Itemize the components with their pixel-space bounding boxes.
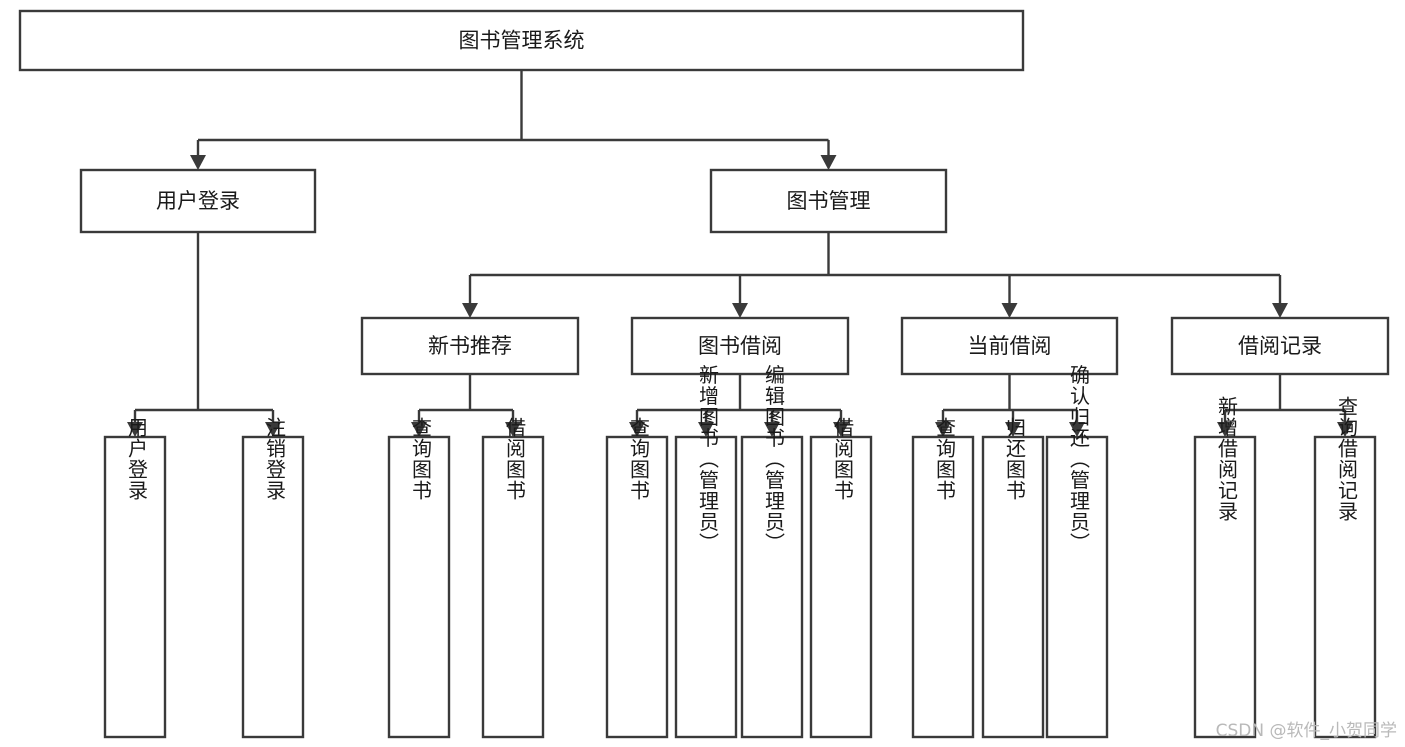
node-l-re-add[interactable]: 新增借阅记录: [1193, 396, 1257, 739]
node-l-nb-query[interactable]: 查询图书: [387, 417, 451, 739]
node-bookmgmt[interactable]: 图书管理: [709, 168, 948, 234]
node-box[interactable]: [360, 316, 580, 376]
arrow-head-icon: [698, 422, 714, 437]
node-label: 用户登录: [125, 417, 149, 501]
arrow-head-icon: [190, 155, 206, 170]
arrow-head-icon: [462, 303, 478, 318]
node-box[interactable]: [1313, 435, 1377, 739]
node-l-cu-query[interactable]: 查询图书: [911, 417, 975, 739]
node-label: 查询借阅记录: [1335, 396, 1359, 522]
node-l-bo-edit[interactable]: 编辑图书（管理员）: [740, 364, 804, 739]
node-box[interactable]: [103, 435, 167, 739]
node-label: 借阅图书: [503, 417, 527, 501]
node-label: 查询图书: [409, 417, 433, 501]
node-l-bo-add[interactable]: 新增图书（管理员）: [674, 364, 738, 739]
arrow-head-icon: [820, 155, 837, 170]
node-box[interactable]: [481, 435, 545, 739]
node-login[interactable]: 用户登录: [79, 168, 317, 234]
node-box[interactable]: [981, 435, 1045, 739]
arrow-head-icon: [833, 422, 849, 437]
node-label: 归还图书: [1003, 417, 1027, 501]
arrow-head-icon: [629, 422, 645, 437]
node-box[interactable]: [241, 435, 305, 739]
arrow-head-icon: [935, 422, 951, 437]
node-l-re-query[interactable]: 查询借阅记录: [1313, 396, 1377, 739]
node-label: 图书借阅: [698, 334, 782, 358]
nodes-layer: 图书管理系统用户登录图书管理新书推荐图书借阅当前借阅借阅记录用户登录注销登录查询…: [18, 9, 1390, 739]
node-box[interactable]: [900, 316, 1119, 376]
node-label: 新增借阅记录: [1215, 396, 1239, 522]
arrow-head-icon: [1005, 422, 1021, 437]
node-box[interactable]: [630, 316, 850, 376]
node-root[interactable]: 图书管理系统: [18, 9, 1025, 72]
node-label: 注销登录: [263, 417, 287, 501]
edges-layer: [127, 70, 1353, 437]
node-label: 新增图书（管理员）: [696, 364, 720, 553]
node-box[interactable]: [387, 435, 451, 739]
arrow-head-icon: [265, 422, 281, 437]
arrow-head-icon: [411, 422, 427, 437]
node-label: 当前借阅: [968, 334, 1052, 358]
node-box[interactable]: [79, 168, 317, 234]
node-box[interactable]: [1045, 435, 1109, 739]
arrow-head-icon: [1272, 303, 1288, 318]
arrow-head-icon: [1069, 422, 1085, 437]
node-box[interactable]: [1170, 316, 1390, 376]
node-label: 图书管理: [787, 189, 871, 213]
node-l-logout[interactable]: 注销登录: [241, 417, 305, 739]
node-l-bo-query[interactable]: 查询图书: [605, 417, 669, 739]
node-label: 确认归还（管理员）: [1067, 364, 1091, 553]
node-l-cu-return[interactable]: 归还图书: [981, 417, 1045, 739]
node-current[interactable]: 当前借阅: [900, 316, 1119, 376]
node-records[interactable]: 借阅记录: [1170, 316, 1390, 376]
node-l-userlogin[interactable]: 用户登录: [103, 417, 167, 739]
node-box[interactable]: [911, 435, 975, 739]
node-label: 用户登录: [156, 189, 240, 213]
arrow-head-icon: [1337, 422, 1353, 437]
node-borrow[interactable]: 图书借阅: [630, 316, 850, 376]
node-box[interactable]: [709, 168, 948, 234]
arrow-head-icon: [127, 422, 143, 437]
node-label: 借阅图书: [831, 417, 855, 501]
node-box[interactable]: [809, 435, 873, 739]
node-l-bo-lend[interactable]: 借阅图书: [809, 417, 873, 739]
node-label: 编辑图书（管理员）: [762, 364, 786, 553]
node-label: 图书管理系统: [459, 29, 585, 53]
node-label: 借阅记录: [1238, 334, 1322, 358]
node-box[interactable]: [740, 435, 804, 739]
arrow-head-icon: [1217, 422, 1233, 437]
node-box[interactable]: [674, 435, 738, 739]
node-box[interactable]: [18, 9, 1025, 72]
node-l-nb-borrow[interactable]: 借阅图书: [481, 417, 545, 739]
arrow-head-icon: [732, 303, 748, 318]
arrow-head-icon: [1001, 303, 1018, 318]
node-newbook[interactable]: 新书推荐: [360, 316, 580, 376]
arrow-head-icon: [764, 422, 780, 437]
node-label: 查询图书: [933, 417, 957, 501]
node-label: 查询图书: [627, 417, 651, 501]
node-box[interactable]: [605, 435, 669, 739]
node-label: 新书推荐: [428, 334, 512, 358]
node-l-cu-confirm[interactable]: 确认归还（管理员）: [1045, 364, 1109, 739]
node-box[interactable]: [1193, 435, 1257, 739]
arrow-head-icon: [505, 422, 521, 437]
